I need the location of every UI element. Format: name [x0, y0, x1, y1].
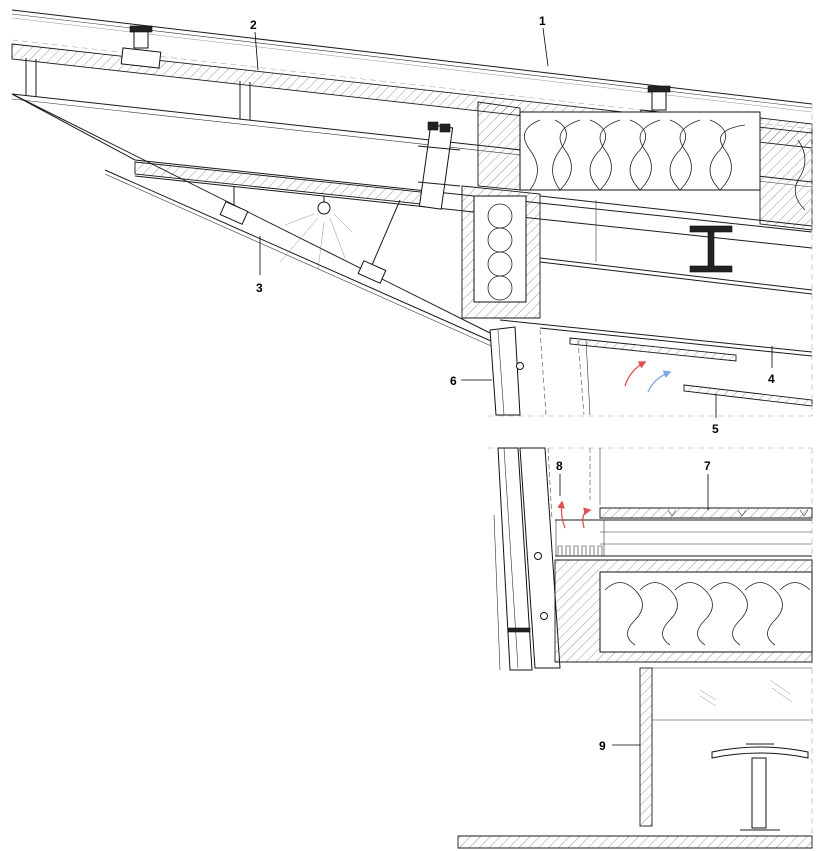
floor-beam — [600, 661, 812, 831]
ventilation-gap — [499, 319, 813, 407]
callout-3: 3 — [256, 236, 263, 295]
callout-2: 2 — [250, 18, 259, 71]
ground-slab — [457, 835, 813, 849]
facade-post-lower — [493, 447, 601, 671]
connection-plate — [417, 121, 461, 210]
callout-label-9: 9 — [599, 739, 606, 753]
roof-insulation — [477, 101, 813, 231]
callout-9: 9 — [599, 739, 640, 753]
callout-1: 1 — [539, 14, 549, 67]
callout-8: 8 — [556, 459, 563, 496]
callout-6: 6 — [450, 374, 492, 388]
callout-7: 7 — [704, 459, 711, 510]
facade-post-upper — [489, 326, 591, 416]
steel-beam-section — [539, 195, 813, 295]
callout-label-1: 1 — [539, 14, 546, 28]
floor-insulation — [554, 559, 813, 663]
floor-finish — [555, 500, 813, 557]
ring-beam-insulation — [461, 185, 541, 319]
callout-label-5: 5 — [712, 422, 719, 436]
soffit-lining — [11, 93, 501, 350]
callout-label-8: 8 — [556, 459, 563, 473]
callout-label-3: 3 — [256, 281, 263, 295]
callout-label-4: 4 — [768, 372, 775, 386]
callout-label-2: 2 — [250, 18, 257, 32]
callout-label-6: 6 — [450, 374, 457, 388]
callout-4: 4 — [768, 346, 775, 386]
callout-label-7: 7 — [704, 459, 711, 473]
callout-5: 5 — [712, 394, 719, 436]
